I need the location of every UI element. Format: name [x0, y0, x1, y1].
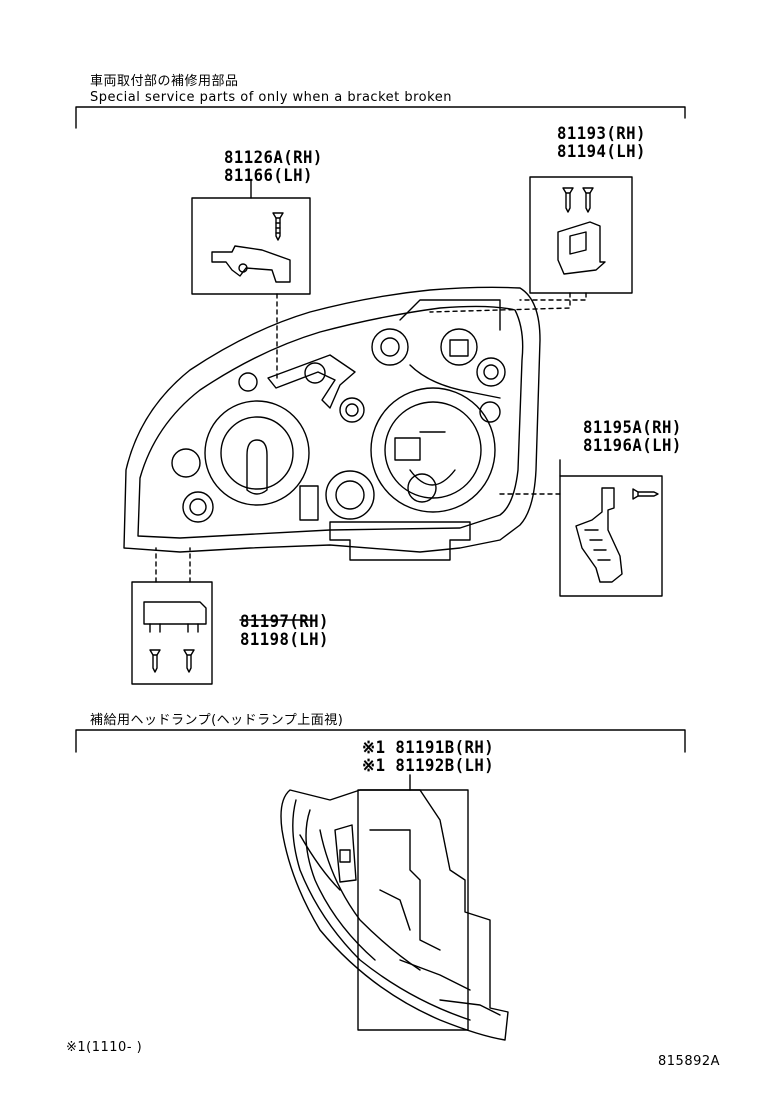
callout-81194-lh[interactable]: 81194(LH)	[557, 142, 646, 162]
detail-box-81193	[529, 176, 633, 294]
callout-81195a-rh[interactable]: 81195A(RH)	[583, 418, 682, 438]
detail-box-81197	[131, 581, 213, 685]
callout-81191b-rh[interactable]: ※1 81191B(RH)	[362, 738, 495, 758]
callout-81198-lh[interactable]: 81198(LH)	[240, 630, 329, 650]
callout-81193-rh[interactable]: 81193(RH)	[557, 124, 646, 144]
detail-box-81195a	[559, 475, 663, 597]
header-jp-supply: 補給用ヘッドランプ(ヘッドランプ上面視)	[90, 713, 344, 728]
callout-81196a-lh[interactable]: 81196A(LH)	[583, 436, 682, 456]
screw-icon	[272, 212, 284, 241]
detail-box-81126a	[191, 197, 311, 295]
callout-81192b-lh[interactable]: ※1 81192B(LH)	[362, 756, 495, 776]
callout-81166-lh[interactable]: 81166(LH)	[224, 166, 313, 186]
connector-part-81197	[143, 601, 207, 633]
bracket-part-81126a	[211, 245, 291, 283]
callout-81197-rh[interactable]: 81197(RH)	[240, 612, 329, 632]
header-en-bracket: Special service parts of only when a bra…	[90, 90, 452, 105]
headlamp-rear-view	[123, 286, 541, 561]
bracket-section-frame	[75, 106, 686, 129]
screw-icon	[149, 649, 195, 673]
bracket-part-81195a	[575, 487, 623, 583]
callout-81126a-rh[interactable]: 81126A(RH)	[224, 148, 323, 168]
screw-icon	[632, 488, 659, 500]
header-jp-bracket: 車両取付部の補修用部品	[90, 74, 239, 89]
footnote: ※1(1110- )	[66, 1040, 143, 1055]
diagram-id: 815892A	[658, 1054, 721, 1069]
screw-icon	[562, 187, 594, 213]
detail-box-81191b	[357, 789, 469, 1031]
supply-section-frame	[75, 729, 686, 753]
bracket-part-81193	[557, 221, 606, 275]
headlamp-top-view	[280, 789, 509, 1041]
